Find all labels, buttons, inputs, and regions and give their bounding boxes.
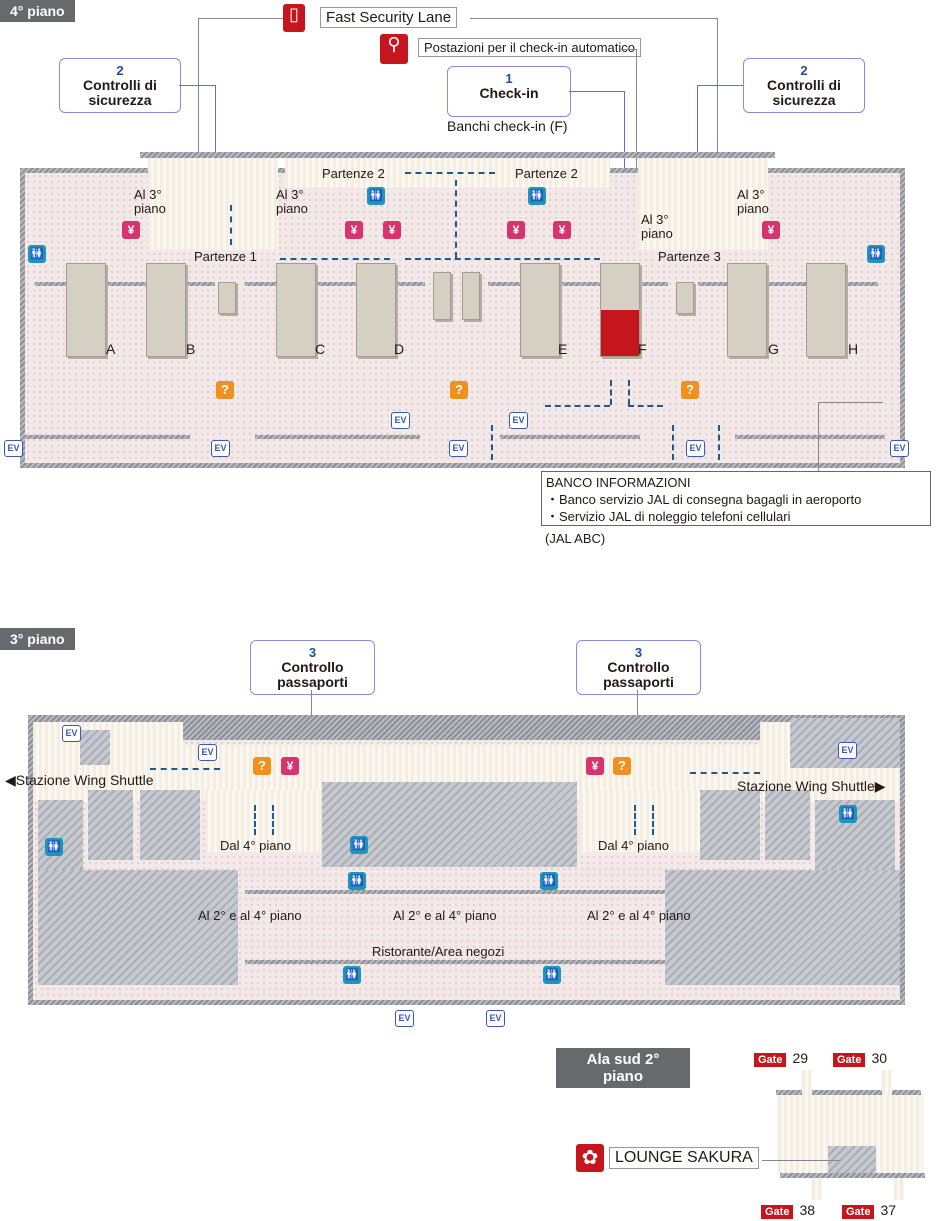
to-3f-label: Al 3° piano bbox=[641, 212, 673, 241]
departures-2-label: Partenze 2 bbox=[322, 166, 385, 181]
departures-3-label: Partenze 3 bbox=[658, 249, 721, 264]
to-3f-label: Al 3° piano bbox=[134, 187, 166, 216]
info-desk-item: ・Banco servizio JAL di consegna bagagli … bbox=[546, 492, 862, 507]
restroom-icon: 🚻 bbox=[528, 187, 546, 205]
sakura-lounge-icon: ✿ bbox=[576, 1144, 604, 1172]
counter-label: H bbox=[848, 341, 859, 357]
to-3f-label: Al 3° piano bbox=[737, 187, 769, 216]
counter-island bbox=[276, 263, 316, 357]
restaurants-label: Ristorante/Area negozi bbox=[372, 944, 505, 959]
info-desk-item: ・Servizio JAL di noleggio telefoni cellu… bbox=[546, 509, 791, 524]
counter-label: A bbox=[106, 341, 116, 357]
elevator-icon: EV bbox=[62, 725, 81, 742]
restroom-icon: 🚻 bbox=[28, 245, 46, 263]
information-icon: ? bbox=[450, 381, 468, 399]
currency-exchange-icon: ¥ bbox=[281, 757, 299, 775]
restroom-icon: 🚻 bbox=[540, 872, 558, 890]
counter-label: B bbox=[186, 341, 196, 357]
currency-exchange-icon: ¥ bbox=[553, 221, 571, 239]
kiosk-icon: ⚲ bbox=[380, 34, 408, 64]
lounge-sakura-label: LOUNGE SAKURA bbox=[609, 1147, 759, 1169]
counter-island bbox=[66, 263, 106, 357]
elevator-icon: EV bbox=[211, 440, 230, 457]
elevator-icon: EV bbox=[395, 1010, 414, 1027]
info-desk-box: BANCO INFORMAZIONI ・Banco servizio JAL d… bbox=[541, 471, 931, 526]
counter-island-f-highlighted bbox=[600, 263, 640, 357]
counter-label: E bbox=[558, 341, 568, 357]
to-2f-4f-label: Al 2° e al 4° piano bbox=[393, 908, 497, 923]
restroom-icon: 🚻 bbox=[348, 872, 366, 890]
restroom-icon: 🚻 bbox=[867, 245, 885, 263]
fast-security-label: Fast Security Lane bbox=[320, 7, 458, 28]
restricted-area bbox=[322, 782, 577, 867]
counter-island bbox=[520, 263, 560, 357]
to-3f-label: Al 3° piano bbox=[276, 187, 308, 216]
restroom-icon: 🚻 bbox=[45, 838, 63, 856]
restroom-icon: 🚻 bbox=[367, 187, 385, 205]
information-icon: ? bbox=[253, 757, 271, 775]
from-4f-label: Dal 4° piano bbox=[220, 838, 291, 853]
elevator-icon: EV bbox=[890, 440, 909, 457]
wing-shuttle-left-label: ◀Stazione Wing Shuttle bbox=[5, 772, 154, 788]
counter-island bbox=[727, 263, 767, 357]
counter-label: D bbox=[394, 341, 405, 357]
currency-exchange-icon: ¥ bbox=[586, 757, 604, 775]
currency-exchange-icon: ¥ bbox=[383, 221, 401, 239]
elevator-icon: EV bbox=[391, 412, 410, 429]
currency-exchange-icon: ¥ bbox=[345, 221, 363, 239]
to-2f-4f-label: Al 2° e al 4° piano bbox=[198, 908, 302, 923]
counter-label: G bbox=[768, 341, 779, 357]
elevator-icon: EV bbox=[449, 440, 468, 457]
currency-exchange-icon: ¥ bbox=[762, 221, 780, 239]
counter-island bbox=[806, 263, 846, 357]
information-icon: ? bbox=[681, 381, 699, 399]
counter-label: C bbox=[315, 341, 326, 357]
from-4f-label: Dal 4° piano bbox=[598, 838, 669, 853]
auto-checkin-label: Postazioni per il check-in automatico bbox=[418, 38, 641, 57]
restroom-icon: 🚻 bbox=[343, 966, 361, 984]
restroom-icon: 🚻 bbox=[839, 805, 857, 823]
security-gate-icon: ▯ bbox=[283, 4, 305, 32]
restroom-icon: 🚻 bbox=[350, 836, 368, 854]
elevator-icon: EV bbox=[509, 412, 528, 429]
restroom-icon: 🚻 bbox=[543, 966, 561, 984]
info-desk-title: BANCO INFORMAZIONI bbox=[546, 475, 691, 490]
south-wing-title: Ala sud 2° piano bbox=[556, 1048, 690, 1088]
currency-exchange-icon: ¥ bbox=[507, 221, 525, 239]
information-icon: ? bbox=[216, 381, 234, 399]
departures-2-label: Partenze 2 bbox=[515, 166, 578, 181]
elevator-icon: EV bbox=[486, 1010, 505, 1027]
floor4-title: 4° piano bbox=[0, 0, 75, 22]
currency-exchange-icon: ¥ bbox=[122, 221, 140, 239]
info-desk-note: (JAL ABC) bbox=[545, 531, 606, 546]
counter-label: F bbox=[638, 341, 647, 357]
security-zone-right bbox=[638, 158, 768, 250]
elevator-icon: EV bbox=[198, 744, 217, 761]
elevator-icon: EV bbox=[4, 440, 23, 457]
checkin-caption: Banchi check-in (F) bbox=[447, 118, 568, 134]
elevator-icon: EV bbox=[686, 440, 705, 457]
information-icon: ? bbox=[613, 757, 631, 775]
wing-shuttle-right-label: Stazione Wing Shuttle▶ bbox=[737, 778, 886, 794]
counter-island bbox=[146, 263, 186, 357]
floor3-title: 3° piano bbox=[0, 628, 75, 650]
elevator-icon: EV bbox=[838, 742, 857, 759]
security-zone-left bbox=[148, 158, 278, 250]
counter-island bbox=[356, 263, 396, 357]
departures-1-label: Partenze 1 bbox=[194, 249, 257, 264]
to-2f-4f-label: Al 2° e al 4° piano bbox=[587, 908, 691, 923]
lounge-area bbox=[828, 1146, 876, 1173]
